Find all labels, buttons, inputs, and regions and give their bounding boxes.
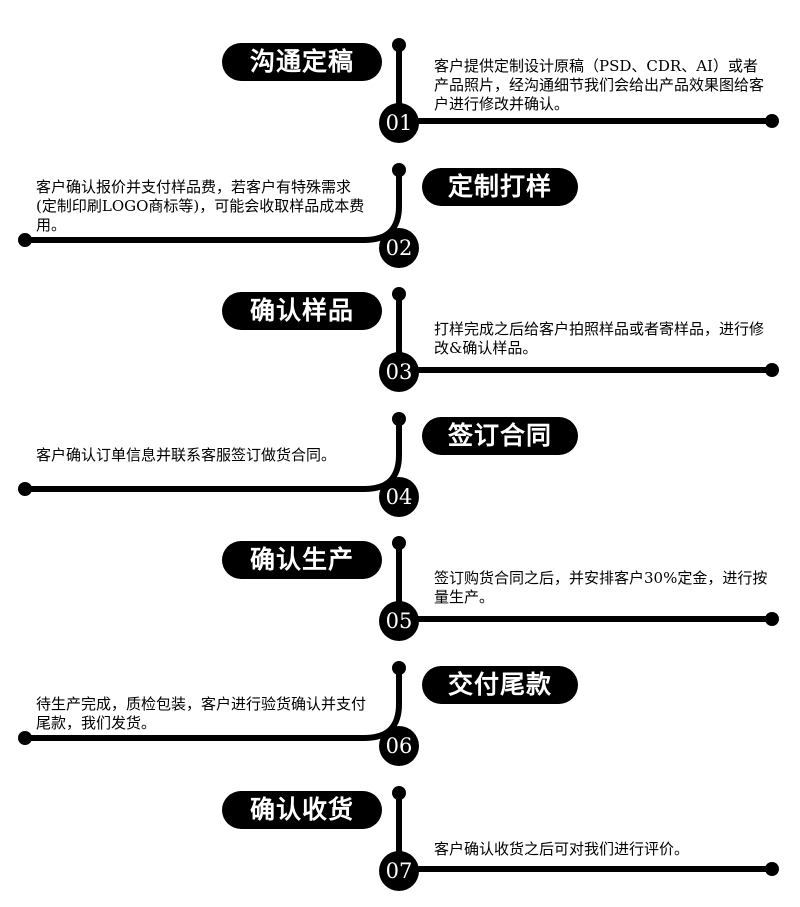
step-description: 签订购货合同之后，并安排客户30%定金，进行按量生产。 [434,569,768,606]
step-7: 确认收货 07 客户确认收货之后可对我们进行评价。 [0,774,800,898]
step-title: 定制打样 [422,168,578,206]
step-1: 沟通定稿 01 客户提供定制设计原稿（PSD、CDR、AI）或者产品照片，经沟通… [0,26,800,150]
step-description: 打样完成之后给客户拍照样品或者寄样品，进行修改&确认样品。 [434,320,765,357]
step-title: 沟通定稿 [222,43,382,81]
step-description: 客户确认报价并支付样品费，若客户有特殊需求(定制印刷LOGO商标等)，可能会收取… [36,178,365,234]
step-6: 交付尾款 06 待生产完成，质检包装，客户进行验货确认并支付尾款，我们发货。 [0,649,800,773]
step-title: 确认样品 [222,292,382,330]
step-title: 交付尾款 [422,666,578,704]
step-description: 客户确认收货之后可对我们进行评价。 [434,840,690,858]
step-2: 定制打样 02 客户确认报价并支付样品费，若客户有特殊需求(定制印刷LOGO商标… [0,151,800,275]
step-number: 02 [379,228,419,268]
step-number: 05 [379,601,419,641]
step-number: 04 [379,477,419,517]
step-5: 确认生产 05 签订购货合同之后，并安排客户30%定金，进行按量生产。 [0,524,800,648]
step-number: 03 [379,352,419,392]
step-title: 确认生产 [222,541,382,579]
step-number: 01 [379,103,419,143]
step-description: 待生产完成，质检包装，客户进行验货确认并支付尾款，我们发货。 [36,695,367,732]
step-number: 06 [379,726,419,766]
step-4: 签订合同 04 客户确认订单信息并联系客服签订做货合同。 [0,400,800,524]
step-description: 客户提供定制设计原稿（PSD、CDR、AI）或者产品照片，经沟通细节我们会给出产… [434,57,765,113]
step-title: 签订合同 [422,417,578,455]
step-3: 确认样品 03 打样完成之后给客户拍照样品或者寄样品，进行修改&确认样品。 [0,275,800,399]
step-description: 客户确认订单信息并联系客服签订做货合同。 [36,446,337,464]
step-title: 确认收货 [222,791,382,829]
step-number: 07 [379,851,419,891]
